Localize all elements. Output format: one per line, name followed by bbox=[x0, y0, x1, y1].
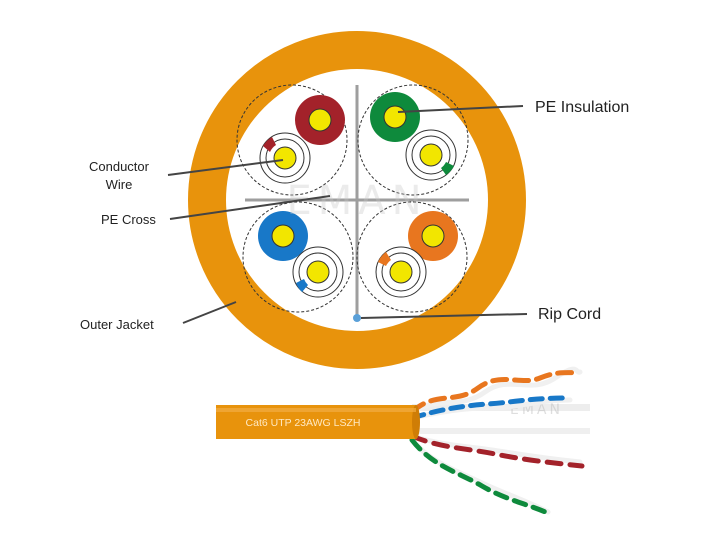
outer-jacket-label: Outer Jacket bbox=[80, 317, 154, 332]
green-solid-conductor bbox=[383, 105, 407, 129]
blue-stripe-ring bbox=[298, 252, 338, 292]
pe-insulation-label: PE Insulation bbox=[535, 99, 629, 116]
brown-pair bbox=[259, 95, 345, 184]
cable-brown-pair bbox=[409, 433, 585, 469]
leader-rip-cord bbox=[360, 313, 528, 319]
orange-stripe-conductor bbox=[389, 260, 413, 284]
blue-solid-conductor bbox=[271, 224, 295, 248]
rip-cord-label: Rip Cord bbox=[538, 306, 601, 323]
cable-green-pair bbox=[409, 437, 553, 517]
leader-pe-insulation bbox=[397, 105, 524, 113]
pair-boundaries bbox=[236, 84, 469, 313]
pe-cross-label: PE Cross bbox=[101, 212, 156, 227]
orange-stripe bbox=[378, 252, 391, 266]
orange-stripe-ring bbox=[381, 252, 421, 292]
cable-orange-pair bbox=[409, 366, 583, 415]
cable-illustration: EMAN Cat6 UTP 23AWG LSZH bbox=[216, 366, 590, 517]
pe-cross bbox=[245, 85, 469, 318]
leader-lines bbox=[167, 105, 528, 324]
brown-stripe-conductor bbox=[273, 146, 297, 170]
brown-stripe-ring bbox=[265, 138, 305, 178]
pair-boundary-blue bbox=[242, 201, 354, 313]
rip-cord bbox=[353, 314, 361, 322]
conductor-wire-label-line2: Wire bbox=[106, 177, 133, 192]
orange-solid-conductor bbox=[421, 224, 445, 248]
brown-stripe bbox=[263, 137, 276, 152]
conductor-wire-label-line1: Conductor bbox=[89, 159, 150, 174]
cable-blue-pair bbox=[409, 395, 573, 421]
green-stripe bbox=[441, 162, 454, 175]
pair-boundary-brown bbox=[236, 84, 348, 196]
green-stripe-ring bbox=[411, 135, 451, 175]
pair-boundary-green bbox=[357, 84, 469, 196]
cable-jacket-highlight bbox=[216, 408, 416, 412]
outer-jacket-ring bbox=[188, 31, 526, 369]
cable-print-text: Cat6 UTP 23AWG LSZH bbox=[246, 417, 361, 429]
leader-outer-jacket bbox=[182, 301, 237, 324]
leader-pe-cross bbox=[169, 195, 331, 220]
blue-stripe-conductor bbox=[306, 260, 330, 284]
green-stripe-conductor bbox=[419, 143, 443, 167]
cable-jacket-end bbox=[412, 405, 420, 439]
blue-pair bbox=[258, 211, 344, 298]
green-pair bbox=[370, 92, 457, 181]
watermark: EMAN bbox=[286, 178, 427, 224]
leader-conductor bbox=[167, 159, 284, 176]
blue-stripe bbox=[296, 279, 308, 292]
pair-boundary-orange bbox=[356, 201, 468, 313]
brown-solid-conductor bbox=[308, 108, 332, 132]
orange-pair bbox=[375, 211, 458, 298]
